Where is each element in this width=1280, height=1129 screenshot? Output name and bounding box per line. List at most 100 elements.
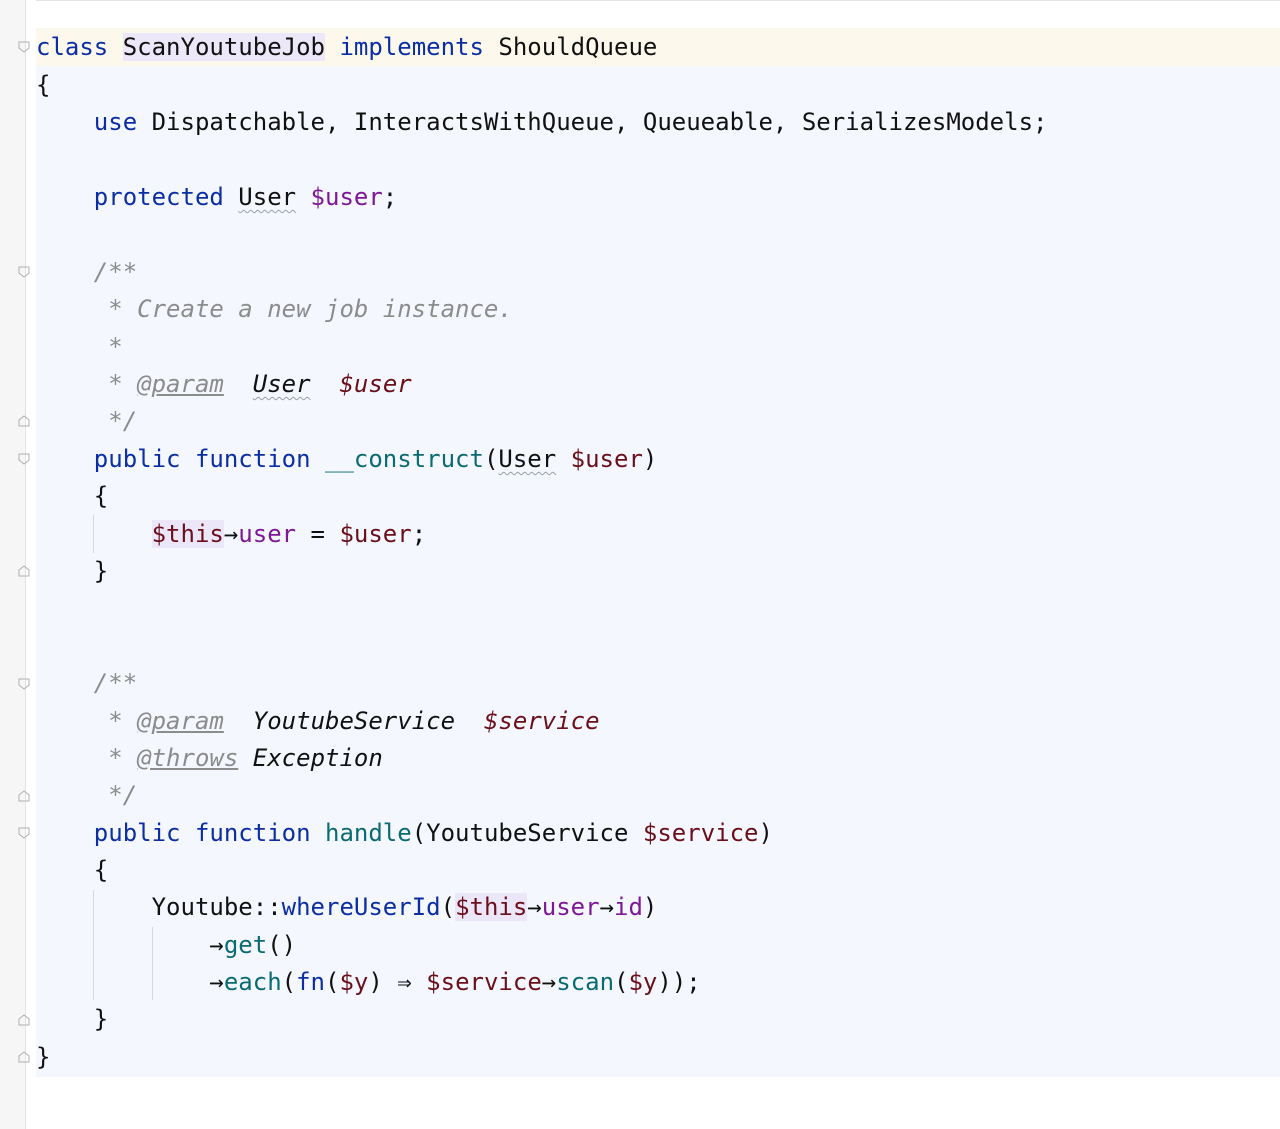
code-line-15: * @param YoutubeService $service [36, 702, 599, 740]
editor-top-border [36, 0, 1280, 1]
indent-guide [93, 890, 94, 1000]
fold-end-icon[interactable] [17, 564, 31, 578]
doc-var: $user [339, 370, 412, 398]
doc-comment-star: * [108, 707, 123, 735]
arrow-operator: → [599, 893, 615, 921]
paren: ( [483, 445, 499, 473]
fold-end-icon[interactable] [17, 1050, 31, 1064]
doc-comment-close: */ [108, 407, 138, 435]
code-line-12: $this→user = $user; [36, 515, 426, 553]
doc-comment-open: /** [93, 669, 138, 697]
code-line-8: * @param User $user [36, 365, 412, 403]
code-line-17: */ [36, 776, 137, 814]
fold-start-icon[interactable] [17, 40, 31, 54]
doc-comment-open: /** [93, 258, 138, 286]
code-line-14: /** [36, 664, 137, 702]
arrow-operator: → [541, 968, 557, 996]
doc-type: YoutubeService [252, 707, 456, 735]
double-arrow-operator: ⇒ [382, 968, 427, 996]
fold-start-icon[interactable] [17, 452, 31, 466]
property-name: user [238, 520, 297, 548]
property-name: id [614, 893, 643, 921]
paren: ) [368, 968, 383, 996]
function-name: __construct [325, 445, 484, 473]
scope-operator: :: [252, 893, 282, 921]
fold-start-icon[interactable] [17, 826, 31, 840]
keyword: implements [339, 33, 484, 61]
param-var: $y [628, 968, 658, 996]
param-var: $y [339, 968, 369, 996]
code-editor[interactable]: class ScanYoutubeJob implements ShouldQu… [36, 0, 1280, 1129]
code-line-9: */ [36, 402, 137, 440]
type-name: User [498, 445, 557, 473]
doc-comment-star: * [108, 744, 123, 772]
type-name: YoutubeService [426, 819, 629, 847]
keyword: protected [93, 183, 224, 211]
doc-comment-star: * [108, 370, 123, 398]
fold-end-icon[interactable] [17, 414, 31, 428]
arrow-operator: → [527, 893, 542, 921]
brace: { [36, 71, 51, 99]
method-name: get [223, 931, 268, 959]
keyword: function [194, 445, 311, 473]
parens: () [267, 931, 297, 959]
code-line-3: use Dispatchable, InteractsWithQueue, Qu… [36, 103, 1048, 141]
fold-end-icon[interactable] [17, 1013, 31, 1027]
indent-guide [93, 515, 94, 553]
fold-start-icon[interactable] [17, 265, 31, 279]
brace: { [93, 482, 109, 510]
code-line-19: { [36, 851, 108, 889]
keyword: public [93, 445, 181, 473]
code-line-23: } [36, 1000, 108, 1038]
fold-end-icon[interactable] [17, 789, 31, 803]
doc-tag: @param [137, 370, 224, 398]
code-line-5: /** [36, 253, 137, 291]
keyword: public [93, 819, 181, 847]
code-line-11: { [36, 477, 108, 515]
semicolon: ; [382, 183, 398, 211]
type-name: User [238, 183, 297, 211]
arrow-operator: → [209, 931, 224, 959]
trait-list: Dispatchable, InteractsWithQueue, Queuea… [151, 108, 1048, 136]
paren: ( [440, 893, 456, 921]
brace: } [93, 557, 109, 585]
method-name: each [223, 968, 282, 996]
code-line-20: Youtube::whereUserId($this→user→id) [36, 888, 657, 926]
paren: ( [614, 968, 629, 996]
assign-operator: = [296, 520, 340, 548]
code-line-1: class ScanYoutubeJob implements ShouldQu… [36, 28, 657, 66]
static-method: whereUserId [281, 893, 441, 921]
code-line-13: } [36, 552, 108, 590]
keyword: class [36, 33, 109, 61]
code-line-18: public function handle(YoutubeService $s… [36, 814, 773, 852]
class-name: ScanYoutubeJob [122, 33, 325, 61]
property-name: user [541, 893, 600, 921]
code-line-22: →each(fn($y) ⇒ $service→scan($y)); [36, 963, 701, 1001]
arrow-operator: → [209, 968, 224, 996]
keyword: use [93, 108, 138, 136]
semicolon: ; [411, 520, 427, 548]
param-var: $user [570, 445, 643, 473]
paren: ( [281, 968, 297, 996]
indent-guide [152, 927, 153, 1000]
doc-type: Exception [252, 744, 383, 772]
code-line-4: protected User $user; [36, 178, 397, 216]
param-var: $user [339, 520, 412, 548]
code-line-2: { [36, 66, 50, 104]
fold-start-icon[interactable] [17, 677, 31, 691]
doc-comment-close: */ [108, 781, 138, 809]
paren-close: )); [657, 968, 701, 996]
property-var: $user [310, 183, 383, 211]
doc-tag: @throws [137, 744, 239, 772]
brace: } [93, 1005, 109, 1033]
param-var: $service [642, 819, 759, 847]
keyword: function [194, 819, 311, 847]
code-line-7: * [36, 328, 122, 366]
function-name: handle [325, 819, 412, 847]
editor-gutter [0, 0, 30, 1129]
doc-comment-text: * Create a new job instance. [108, 295, 513, 323]
keyword: fn [296, 968, 325, 996]
code-line-16: * @throws Exception [36, 739, 383, 777]
code-line-10: public function __construct(User $user) [36, 440, 658, 478]
code-line-6: * Create a new job instance. [36, 290, 513, 328]
